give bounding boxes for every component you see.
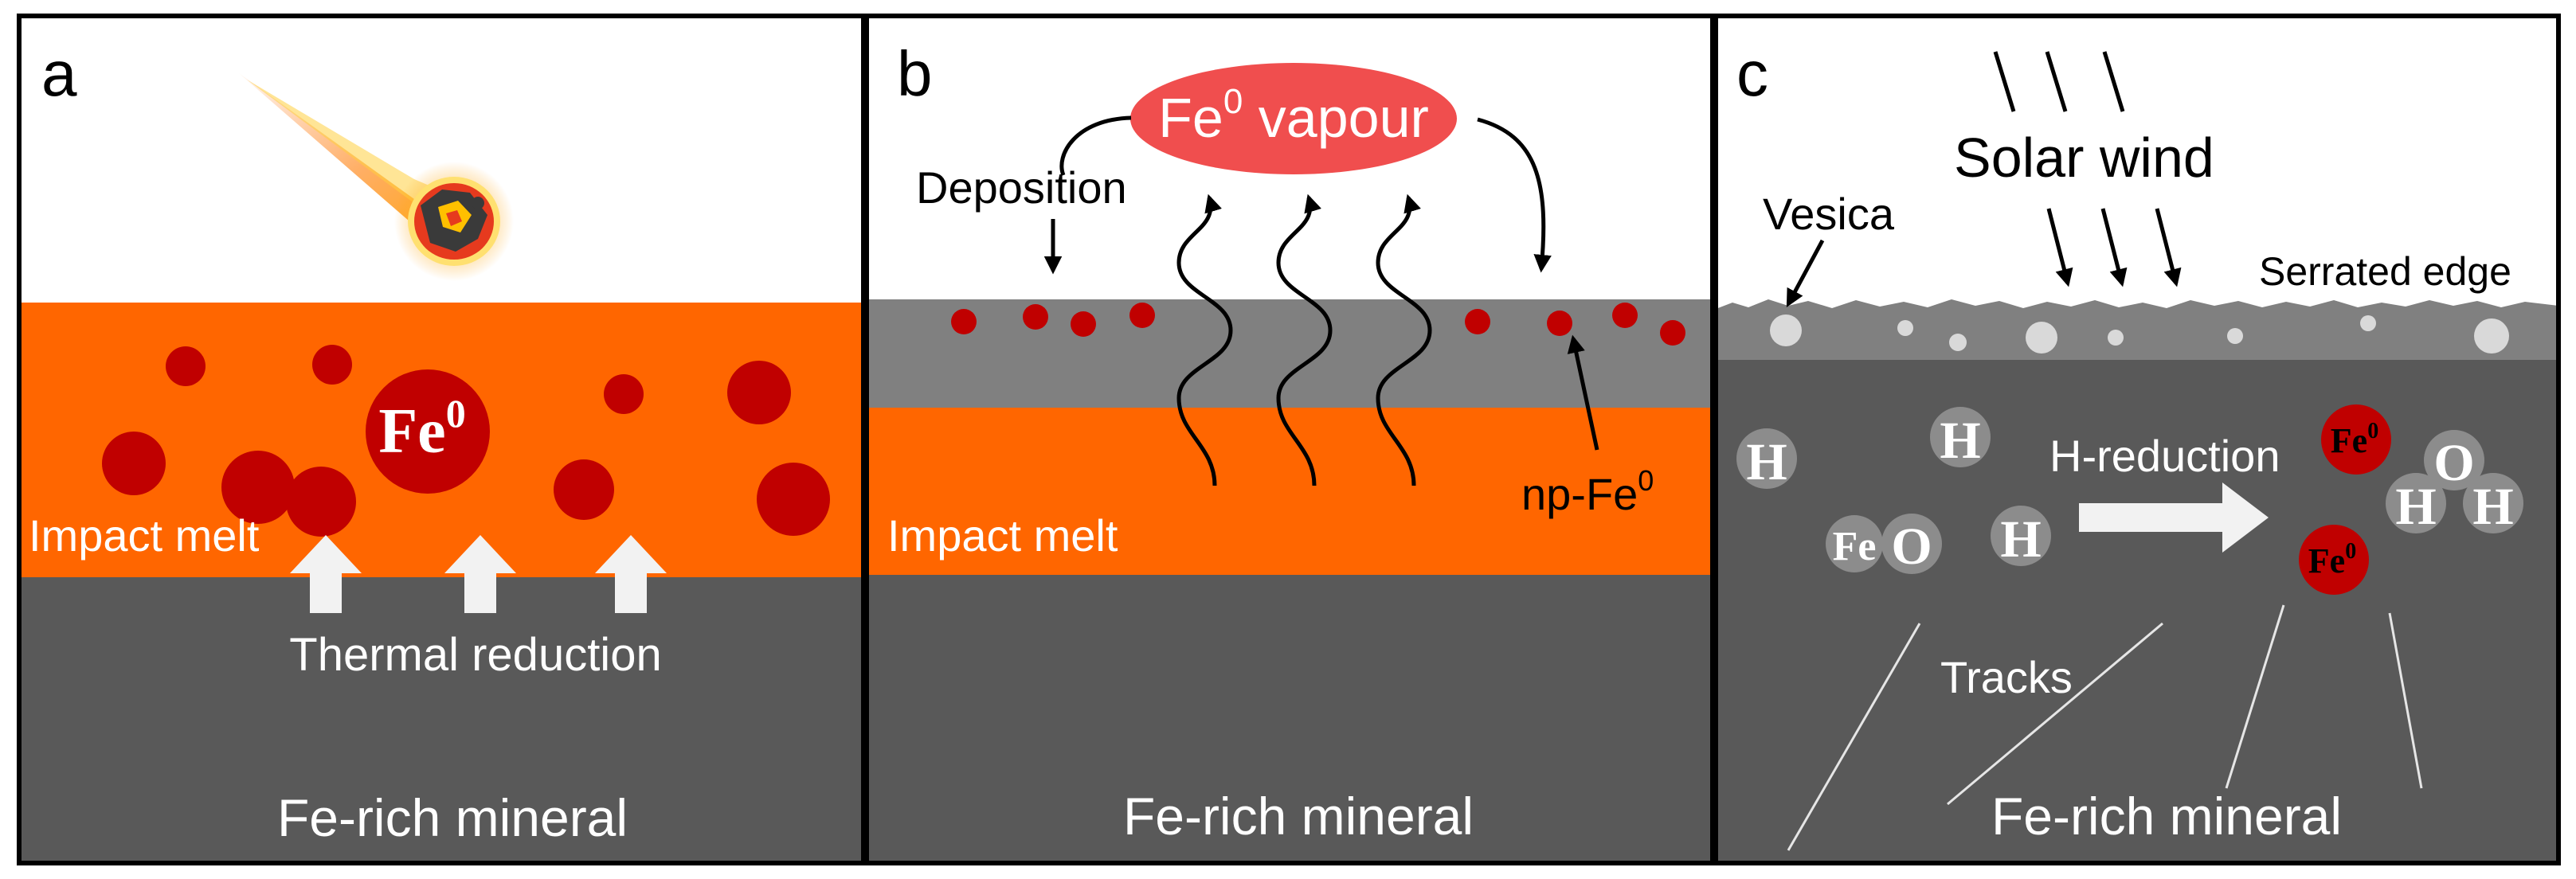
iron-particle bbox=[604, 374, 644, 414]
iron-particle bbox=[286, 467, 356, 537]
vapour-rise-paths bbox=[1176, 193, 1432, 486]
np-fe0-pointer-arrow bbox=[1567, 334, 1599, 451]
meteor-icon bbox=[239, 73, 514, 281]
deposition-arrow-left bbox=[1059, 115, 1132, 176]
iron-particle bbox=[757, 463, 830, 536]
panel-b-mineral-layer bbox=[867, 575, 1713, 863]
h-reduction-arrow-icon bbox=[2079, 482, 2269, 553]
panel-c: c Solar wind Vesica Serrated edge bbox=[1713, 14, 2561, 865]
hydrogen-atom bbox=[1736, 428, 1797, 489]
hydrogen-atom bbox=[1930, 407, 1991, 467]
iron-particle bbox=[221, 451, 295, 524]
vesicle bbox=[2026, 322, 2057, 354]
panel-b-impact-melt-label: Impact melt bbox=[887, 510, 1118, 561]
iron-particle-product bbox=[2321, 404, 2391, 475]
iron-particles bbox=[102, 345, 830, 537]
panel-a-mineral-label: Fe-rich mineral bbox=[277, 788, 628, 847]
panel-b-mineral-label: Fe-rich mineral bbox=[1123, 787, 1474, 846]
np-iron-particles bbox=[951, 303, 1685, 346]
hydrogen-atom bbox=[2463, 473, 2523, 533]
fe0-vapour-cloud bbox=[1130, 63, 1457, 174]
hydrogen-atom bbox=[2386, 473, 2446, 533]
iron-particle bbox=[166, 346, 206, 386]
panel-c-serrated-surface bbox=[1716, 299, 2558, 360]
iron-particle bbox=[312, 345, 352, 385]
fe0-product-label: Fe0 bbox=[2308, 539, 2356, 580]
hydrogen-atom bbox=[1991, 506, 2051, 566]
vesica-label: Vesica bbox=[1763, 189, 1895, 239]
panel-a-impact-melt-label: Impact melt bbox=[29, 510, 260, 561]
oxygen-atom bbox=[2424, 430, 2484, 490]
panel-c-letter: c bbox=[1736, 38, 1768, 109]
panel-a-letter: a bbox=[41, 38, 77, 109]
hydrogen-atom-label: H bbox=[2000, 510, 2041, 568]
panel-c-frame bbox=[1713, 14, 2561, 865]
hydrogen-atom-label: H bbox=[2472, 478, 2513, 536]
vesicles bbox=[1770, 314, 2509, 354]
iron-particle bbox=[727, 361, 791, 424]
vesicle bbox=[2227, 328, 2243, 344]
oxygen-atom bbox=[1881, 514, 1942, 574]
panel-c-mineral-layer bbox=[1716, 360, 2558, 863]
thermal-reduction-label: Thermal reduction bbox=[289, 629, 661, 681]
panel-c-mineral-label: Fe-rich mineral bbox=[1991, 787, 2342, 846]
np-iron-particle bbox=[951, 309, 977, 334]
h-reduction-label: H-reduction bbox=[2049, 431, 2280, 481]
panel-b-frame bbox=[864, 14, 1715, 865]
panel-c-sky bbox=[1716, 16, 2558, 303]
vesica-pointer-arrow bbox=[1786, 239, 1825, 307]
np-iron-particle bbox=[1547, 311, 1572, 336]
vesicle bbox=[2360, 315, 2376, 331]
iron-atom-label: Fe bbox=[1833, 524, 1877, 569]
iron-particle-main bbox=[366, 369, 490, 494]
vapour-rise-path bbox=[1176, 193, 1233, 486]
panel-b: b Fe0 vapour Deposition np-Fe0 Impac bbox=[864, 14, 1715, 865]
deposition-label: Deposition bbox=[916, 162, 1127, 213]
np-iron-particle bbox=[1023, 304, 1048, 330]
panel-b-letter: b bbox=[897, 38, 933, 109]
serrated-edge-label: Serrated edge bbox=[2259, 249, 2511, 294]
solar-wind-rays bbox=[1993, 51, 2182, 287]
hydrogen-atom-label: H bbox=[1940, 412, 1980, 470]
ion-tracks bbox=[1787, 604, 2423, 851]
panel-a-frame bbox=[17, 14, 866, 865]
iron-atom bbox=[1826, 515, 1883, 572]
oxygen-atom-label: O bbox=[2433, 434, 2474, 492]
np-fe0-label: np-Fe0 bbox=[1521, 464, 1654, 519]
oxygen-atom-label: O bbox=[1891, 518, 1932, 576]
vapour-rise-path bbox=[1376, 193, 1432, 486]
vesicle bbox=[2108, 330, 2124, 346]
fe0-product-label: Fe0 bbox=[2331, 419, 2378, 460]
np-iron-particle bbox=[1465, 309, 1490, 334]
np-iron-particle bbox=[1129, 303, 1155, 328]
fe0-vapour-label: Fe0 vapour bbox=[1158, 82, 1429, 149]
panel-b-impact-melt-layer bbox=[867, 408, 1713, 575]
iron-particle bbox=[102, 432, 166, 495]
vesicle bbox=[2474, 318, 2509, 354]
vapour-rise-path bbox=[1276, 193, 1333, 486]
vesicle bbox=[1949, 334, 1967, 351]
atoms: H H H Fe O O H H Fe0 Fe0 bbox=[1736, 404, 2523, 595]
up-arrow-icon bbox=[290, 535, 667, 613]
np-iron-particle bbox=[1071, 311, 1096, 337]
iron-particle-product bbox=[2299, 525, 2369, 595]
panel-a-mineral-layer bbox=[19, 577, 863, 863]
vesicle bbox=[1770, 314, 1802, 346]
hydrogen-atom-label: H bbox=[1746, 433, 1787, 491]
tracks-label: Tracks bbox=[1940, 652, 2073, 702]
deposition-arrow-right bbox=[1477, 117, 1552, 273]
iron-particle bbox=[554, 459, 614, 520]
np-iron-particle bbox=[1612, 303, 1638, 328]
fe0-main-label: Fe0 bbox=[378, 391, 465, 467]
hydrogen-atom-label: H bbox=[2395, 478, 2436, 536]
panel-a: Fe0 a Impact melt Thermal reduction Fe-r… bbox=[17, 14, 866, 865]
vesicle bbox=[1897, 320, 1913, 336]
np-iron-particle bbox=[1660, 320, 1685, 346]
solar-wind-label: Solar wind bbox=[1954, 127, 2214, 189]
